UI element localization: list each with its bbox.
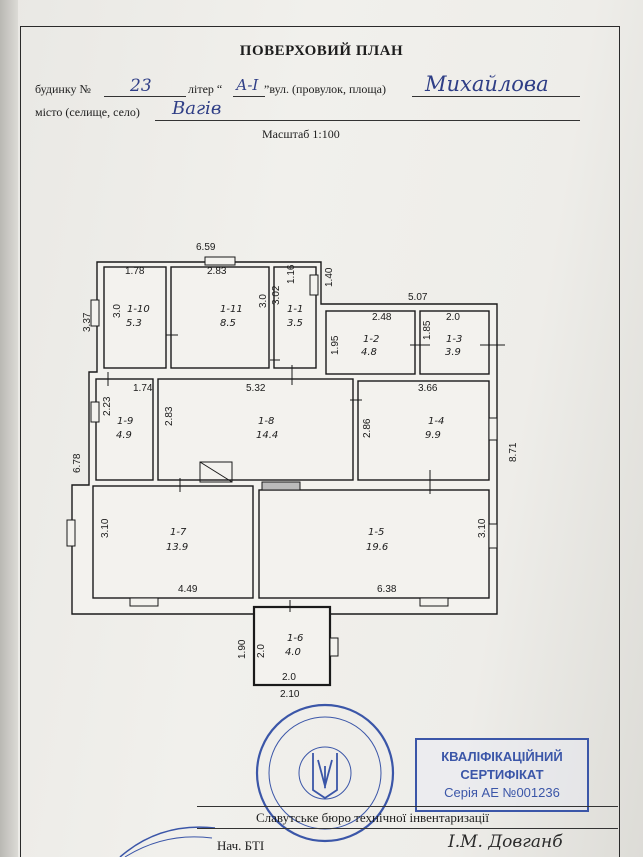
dim-r3-height: 1.85	[422, 320, 433, 340]
dim-right-overall: 8.71	[508, 442, 519, 462]
dim-r9-height: 2.23	[102, 396, 113, 416]
dim-r8-height: 2.83	[164, 406, 175, 426]
room-area: 4.9	[116, 430, 132, 441]
room-area: 4.0	[285, 647, 301, 658]
dim-r2-width: 2.48	[372, 312, 392, 323]
dim-r1-height: 3.02	[271, 285, 282, 305]
room-area: 9.9	[425, 430, 441, 441]
liter-value: А-I	[236, 76, 259, 94]
room-1-5	[258, 489, 490, 599]
qualification-certificate-stamp: КВАЛІФІКАЦІЙНИЙ СЕРТИФІКАТ Серія АЕ №001…	[415, 738, 589, 812]
room-area: 5.3	[126, 318, 142, 329]
dim-r3-width: 2.0	[446, 312, 460, 323]
certificate-line-2: СЕРТИФІКАТ	[460, 767, 544, 782]
room-label: 1-6	[287, 633, 303, 644]
bureau-name: Славутське бюро технічної інвентаризації	[256, 810, 489, 825]
dim-r6-height-outer: 1.90	[237, 639, 248, 659]
dim-r5-width: 6.38	[377, 584, 397, 595]
street-label: ”вул. (провулок, площа)	[264, 82, 386, 96]
dim-r1-width: 1.16	[286, 264, 297, 284]
dim-r11-width: 2.83	[207, 266, 227, 277]
dim-r2-height: 1.95	[330, 335, 341, 355]
dim-left-overall: 6.78	[72, 453, 83, 473]
house-number-value: 23	[130, 76, 152, 96]
room-1-6	[252, 605, 332, 687]
room-area: 8.5	[220, 318, 236, 329]
dim-top-overall: 6.59	[196, 242, 216, 253]
dim-r7-height: 3.10	[100, 518, 111, 538]
room-label: 1-3	[446, 334, 462, 345]
room-1-8	[157, 378, 354, 481]
room-labels: 1-10 5.3 1-11 8.5 1-1 3.5 1-2 4.8 1-3 3.…	[116, 304, 462, 658]
certificate-line-1: КВАЛІФІКАЦІЙНИЙ	[441, 749, 563, 764]
liter-label: літер “	[188, 82, 223, 96]
room-label: 1-1	[287, 304, 303, 315]
room-1-1	[273, 266, 317, 369]
room-area: 4.8	[361, 347, 377, 358]
room-1-11	[170, 266, 270, 369]
house-number-line	[104, 96, 186, 97]
dim-r9-top: 1.74	[133, 383, 153, 394]
dim-r7-width: 4.49	[178, 584, 198, 595]
scale-label: Масштаб 1:100	[262, 127, 340, 141]
house-number-label: будинку №	[35, 82, 91, 96]
room-1-7	[92, 485, 254, 599]
room-label: 1-7	[170, 527, 187, 538]
dim-r6-width: 2.0	[282, 672, 296, 683]
room-label: 1-11	[220, 304, 243, 315]
footer-rule-top	[197, 806, 618, 807]
dim-r10-width: 1.78	[125, 266, 145, 277]
footer-rule-mid	[197, 828, 618, 829]
vent-mark	[261, 481, 301, 491]
room-area: 3.5	[287, 318, 303, 329]
room-label: 1-10	[127, 304, 150, 315]
certificate-line-3: Серія АЕ №001236	[444, 785, 560, 800]
signature-name: І.М. Довганб	[448, 832, 563, 852]
dim-r8-width: 5.32	[246, 383, 266, 394]
room-area: 14.4	[256, 430, 278, 441]
room-label: 1-5	[368, 527, 384, 538]
dim-left-side-top: 3.37	[82, 312, 93, 332]
room-1-3	[419, 310, 490, 375]
dim-r4-width: 3.66	[418, 383, 438, 394]
dim-r6-height: 2.0	[256, 644, 267, 658]
room-label: 1-4	[428, 416, 444, 427]
head-of-bti-label: Нач. БТІ	[217, 838, 265, 853]
dim-r5-height: 3.10	[477, 518, 488, 538]
street-line	[412, 96, 580, 97]
dim-wing-width: 5.07	[408, 292, 428, 303]
room-label: 1-9	[117, 416, 133, 427]
dim-r4-height: 2.86	[362, 418, 373, 438]
room-area: 3.9	[445, 347, 461, 358]
room-1-2	[325, 310, 416, 375]
document-title: ПОВЕРХОВИЙ ПЛАН	[239, 43, 404, 59]
room-area: 19.6	[366, 542, 388, 553]
dim-r6-width-outer: 2.10	[280, 689, 300, 700]
room-1-4	[357, 380, 490, 481]
city-value: Вагів	[172, 98, 222, 119]
room-1-9	[95, 378, 154, 481]
door-marks	[107, 334, 505, 612]
room-label: 1-2	[363, 334, 379, 345]
stair-mark	[199, 461, 233, 483]
window-marks	[66, 256, 498, 657]
page-border	[20, 26, 620, 857]
dim-r10-height: 3.0	[112, 304, 123, 318]
room-1-10	[103, 266, 167, 369]
page-edge	[0, 0, 18, 857]
street-value: Михайлова	[425, 72, 549, 96]
room-area: 13.9	[166, 542, 188, 553]
city-line	[155, 120, 580, 121]
city-label: місто (селище, село)	[35, 105, 140, 119]
room-label: 1-8	[258, 416, 274, 427]
liter-line	[233, 96, 265, 97]
dim-r1-side: 1.40	[324, 267, 335, 287]
dim-r11-height: 3.0	[258, 294, 269, 308]
